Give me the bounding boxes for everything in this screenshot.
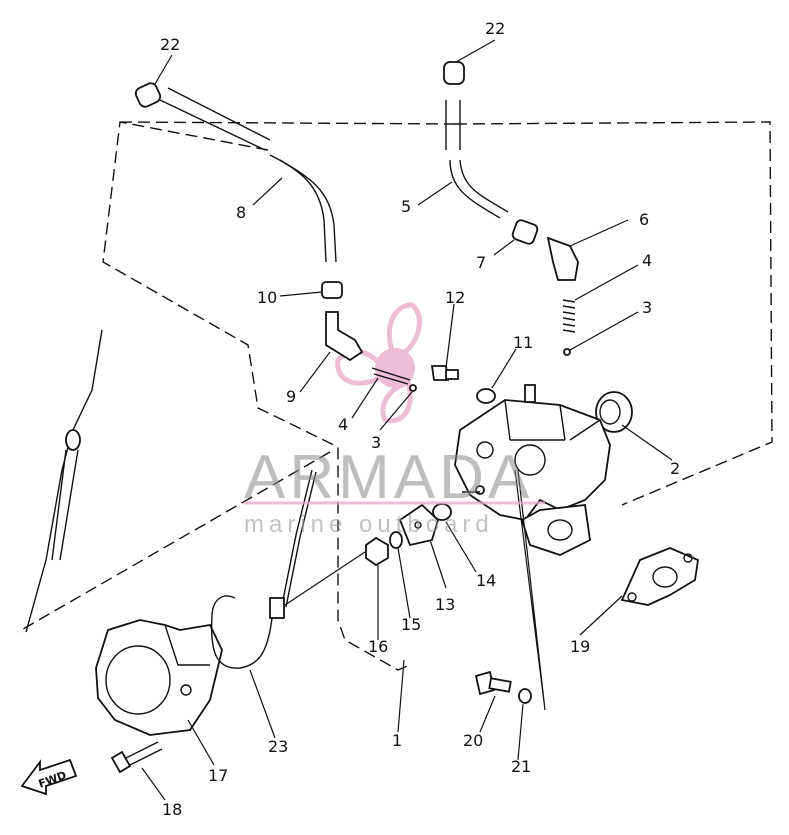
callout-14: 14 bbox=[476, 571, 496, 590]
callout-17: 17 bbox=[208, 766, 228, 785]
part-11-washer bbox=[476, 388, 496, 404]
forward-direction-arrow: FWD bbox=[20, 758, 78, 796]
part-23-cable bbox=[210, 469, 317, 669]
watermark-brand: ARMADA bbox=[244, 443, 533, 512]
watermark: ARMADA marine outboard bbox=[244, 443, 545, 538]
callout-3-left: 3 bbox=[371, 433, 381, 452]
callout-13: 13 bbox=[435, 595, 455, 614]
part-20-bolt bbox=[474, 670, 512, 696]
callout-16: 16 bbox=[368, 637, 388, 656]
assembly-boundary bbox=[102, 121, 773, 671]
callout-22-left: 22 bbox=[160, 35, 180, 54]
callouts: 22 22 8 5 6 7 10 4 12 3 11 9 4 3 2 13 14… bbox=[160, 19, 680, 819]
callout-1: 1 bbox=[392, 731, 402, 750]
callout-15: 15 bbox=[401, 615, 421, 634]
callout-3-right: 3 bbox=[642, 298, 652, 317]
part-17-pump-cover bbox=[95, 619, 223, 736]
callout-18: 18 bbox=[162, 800, 182, 819]
callout-5: 5 bbox=[401, 197, 411, 216]
callout-20: 20 bbox=[463, 731, 483, 750]
leader-lines bbox=[141, 39, 673, 801]
part-18-bolt bbox=[110, 741, 163, 774]
callout-21: 21 bbox=[511, 757, 531, 776]
callout-22-right: 22 bbox=[485, 19, 505, 38]
callout-11: 11 bbox=[513, 333, 533, 352]
watermark-propeller-logo bbox=[335, 302, 422, 424]
part-8-hose bbox=[134, 82, 337, 263]
part-19-gasket bbox=[620, 547, 699, 606]
part-10-collar bbox=[321, 281, 343, 299]
part-2-oil-seal bbox=[595, 391, 633, 433]
callout-6: 6 bbox=[639, 210, 649, 229]
callout-23: 23 bbox=[268, 737, 288, 756]
control-cable-assembly bbox=[25, 329, 103, 633]
callout-8: 8 bbox=[236, 203, 246, 222]
callout-4-right: 4 bbox=[642, 251, 652, 270]
part-13-plate bbox=[398, 503, 440, 547]
part-21-washer bbox=[518, 688, 532, 704]
callout-9: 9 bbox=[286, 387, 296, 406]
callout-7: 7 bbox=[476, 253, 486, 272]
callout-2: 2 bbox=[670, 459, 680, 478]
part-4-spring-left bbox=[371, 367, 417, 392]
callout-4-left: 4 bbox=[338, 415, 348, 434]
part-16-nut bbox=[365, 536, 389, 567]
part-9-elbow bbox=[325, 311, 364, 362]
part-6-elbow-fitting bbox=[511, 219, 579, 281]
part-15-washer bbox=[389, 531, 403, 549]
part-5-hose bbox=[443, 61, 509, 219]
watermark-tagline: marine outboard bbox=[244, 511, 494, 538]
callout-19: 19 bbox=[570, 637, 590, 656]
part-4-spring-right bbox=[562, 299, 576, 356]
part-12-bolt bbox=[430, 365, 459, 381]
callout-12: 12 bbox=[445, 288, 465, 307]
part-1-oil-pump bbox=[454, 384, 611, 556]
callout-10: 10 bbox=[257, 288, 277, 307]
cable-boundary bbox=[17, 451, 331, 633]
